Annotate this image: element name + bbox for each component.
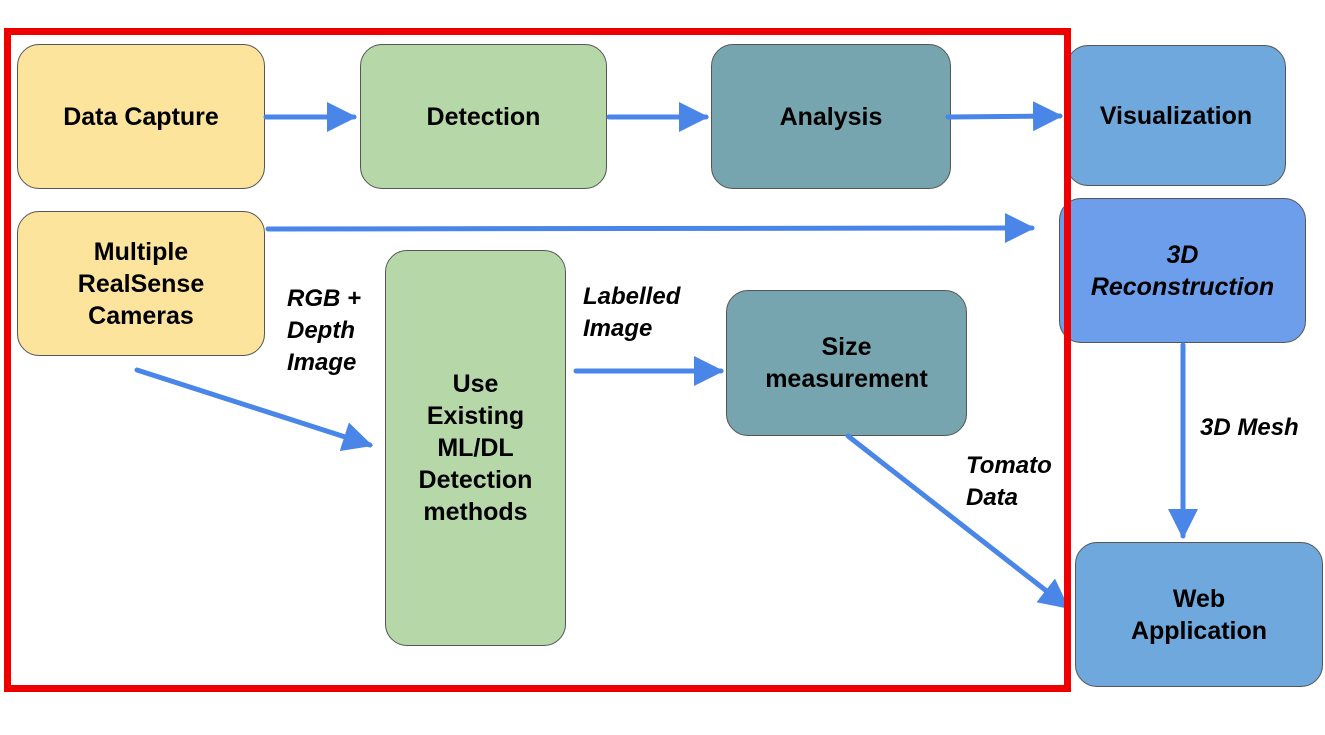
analysis-node: Analysis xyxy=(711,44,951,189)
detection-label: Detection xyxy=(426,102,541,131)
use-existing-node: Use Existing ML/DL Detection methods xyxy=(385,250,566,646)
cameras-node: Multiple RealSense Cameras xyxy=(17,211,265,356)
arrow-analysis-to-visualization xyxy=(945,101,1063,132)
arrow-size-to-webapp xyxy=(845,433,1070,610)
use-existing-label: Use Existing ML/DL Detection methods xyxy=(418,370,533,526)
web-app-label: Web Application xyxy=(1130,584,1268,645)
visualization-node: Visualization xyxy=(1066,45,1286,186)
arrow-cameras-to-detection xyxy=(134,367,373,452)
size-measurement-label: Size measurement xyxy=(765,333,928,393)
mesh-label: 3D Mesh xyxy=(1200,414,1299,441)
analysis-label: Analysis xyxy=(779,102,883,131)
reconstruction-node: 3D Reconstruction xyxy=(1059,198,1306,343)
visualization-label: Visualization xyxy=(1099,101,1253,130)
labelled-image-label: Labelled Image xyxy=(583,283,681,342)
reconstruction-label: 3D Reconstruction xyxy=(1090,240,1275,301)
arrow-cameras-to-reconstruction xyxy=(265,213,1035,244)
tomato-data-label: Tomato Data xyxy=(966,452,1052,511)
web-app-node: Web Application xyxy=(1075,542,1323,687)
rgb-depth-label: RGB + Depth Image xyxy=(287,285,362,376)
detection-node: Detection xyxy=(360,44,607,189)
cameras-label: Multiple RealSense Cameras xyxy=(77,237,205,330)
data-capture-label: Data Capture xyxy=(63,102,219,131)
data-capture-node: Data Capture xyxy=(17,44,265,189)
size-measurement-node: Size measurement xyxy=(726,290,967,436)
